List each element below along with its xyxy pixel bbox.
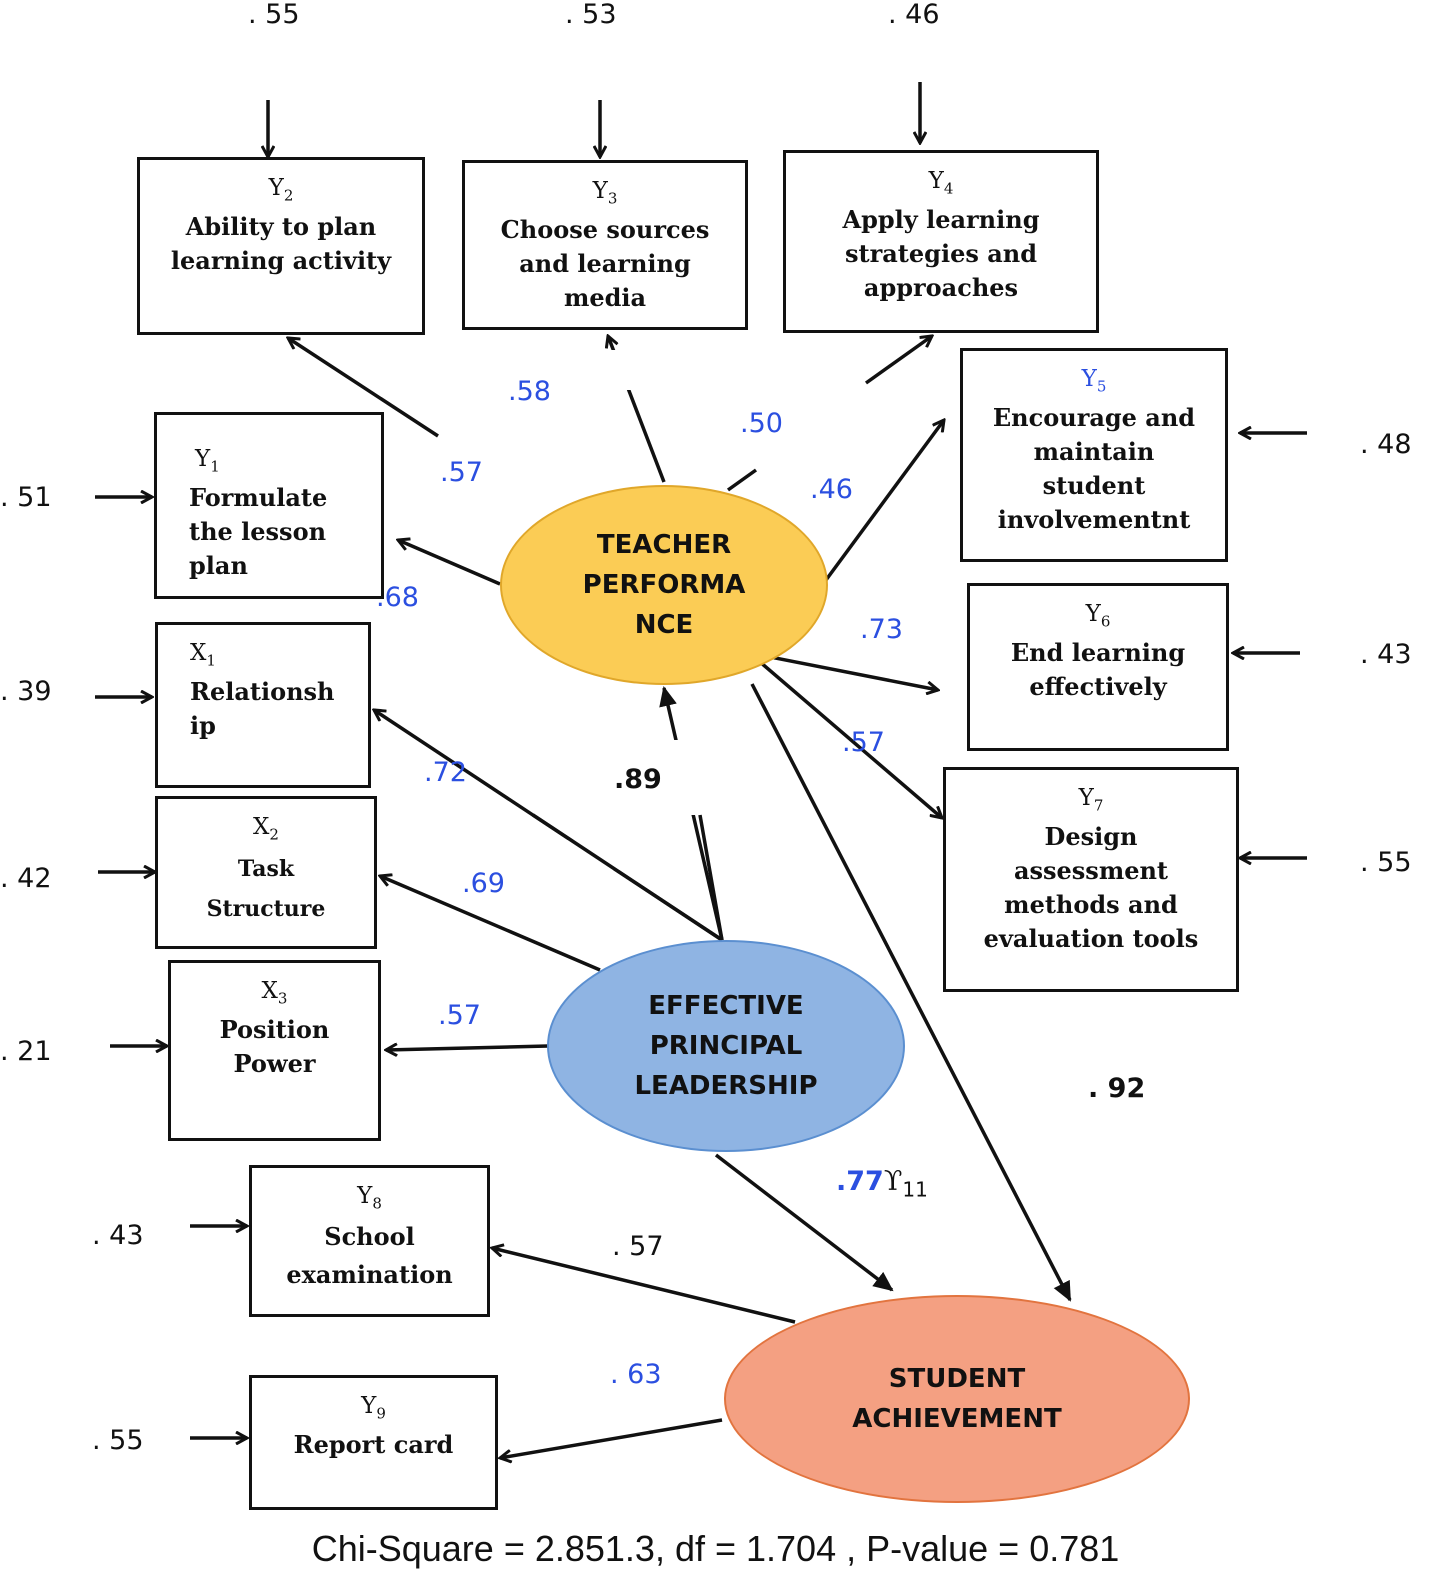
latent-student-achievement: STUDENT ACHIEVEMENT — [724, 1295, 1190, 1503]
path-teacher-y2 — [288, 338, 439, 438]
path-student-y9 — [500, 1418, 723, 1458]
box-x1-label: Relationsh ip — [190, 676, 335, 740]
box-x1-var: X1 — [190, 640, 216, 670]
box-x1: X1 Relationsh ip — [155, 622, 371, 788]
path-coef-leadership-student: .77ϒ11 — [836, 1166, 928, 1202]
box-y3-var: Y3 — [592, 178, 618, 208]
box-y7: Y7 Design assessment methods and evaluat… — [943, 767, 1239, 992]
loading-x1: .72 — [424, 757, 467, 788]
box-y7-label: Design assessment methods and evaluation… — [983, 821, 1199, 953]
path-coef-leadership-teacher: .89 — [614, 764, 662, 795]
error-y5: . 48 — [1360, 429, 1412, 460]
box-x2: X2 Task Structure — [155, 796, 377, 949]
box-y6: Y6 End learning effectively — [967, 583, 1229, 751]
box-y9-label: Report card — [293, 1429, 454, 1459]
latent-effective-principal-leadership: EFFECTIVE PRINCIPAL LEADERSHIP — [547, 940, 905, 1152]
box-x3: X3 Position Power — [168, 960, 381, 1141]
error-y6: . 43 — [1360, 639, 1412, 670]
box-x3-label: Position Power — [219, 1014, 330, 1078]
box-y8-label: School examination — [286, 1221, 453, 1289]
loading-y2: .57 — [440, 457, 483, 488]
path-leadership-x3 — [386, 1046, 549, 1050]
box-y1: Y1 Formulate the lesson plan — [154, 412, 384, 599]
box-y9: Y9 Report card — [249, 1375, 498, 1510]
path-teacher-y5 — [824, 420, 944, 582]
box-y1-label: Formulate the lesson plan — [189, 482, 328, 580]
box-y3: Y3 Choose sources and learning media — [462, 160, 748, 330]
box-x3-var: X3 — [261, 978, 288, 1008]
error-y2: . 55 — [248, 0, 300, 30]
latent-teacher-performance: TEACHER PERFORMA NCE — [500, 485, 828, 685]
box-x2-label: Task Structure — [206, 855, 326, 922]
box-y3-label: Choose sources and learning media — [500, 214, 710, 312]
error-y7: . 55 — [1360, 847, 1412, 878]
loading-y4: .50 — [740, 408, 783, 439]
error-x1: . 39 — [0, 676, 52, 707]
path-teacher-y1 — [398, 540, 501, 586]
box-x2-var: X2 — [253, 814, 279, 844]
loading-y9: . 63 — [610, 1359, 662, 1390]
box-y2-var: Y2 — [268, 175, 294, 205]
box-y8: Y8 School examination — [249, 1165, 490, 1317]
loading-y7: .57 — [842, 727, 885, 758]
box-y7-var: Y7 — [1078, 785, 1104, 815]
path-coef-teacher-student: . 92 — [1088, 1073, 1146, 1104]
loading-x2: .69 — [462, 868, 505, 899]
loading-x3: .57 — [438, 1000, 481, 1031]
box-y5: Y5 Encourage and maintain student involv… — [960, 348, 1228, 562]
path-teacher-y4-stub — [726, 468, 758, 492]
error-x2: . 42 — [0, 863, 52, 894]
error-y3: . 53 — [565, 0, 617, 30]
fit-statistics: Chi-Square = 2.851.3, df = 1.704 , P-val… — [311, 1528, 1120, 1569]
box-y6-label: End learning effectively — [1010, 637, 1186, 701]
path-student-y8 — [492, 1248, 796, 1324]
box-y1-var: Y1 — [195, 446, 220, 476]
box-y6-var: Y6 — [1085, 601, 1111, 631]
box-y5-label: Encourage and maintain student involveme… — [992, 402, 1196, 534]
loading-y8: . 57 — [612, 1231, 664, 1262]
path-teacher-y6 — [759, 653, 938, 690]
box-y4: Y4 Apply learning strategies and approac… — [783, 150, 1099, 333]
box-y2-label: Ability to plan learning activity — [170, 211, 392, 275]
box-y4-var: Y4 — [928, 168, 954, 198]
error-y4: . 46 — [888, 0, 940, 30]
loading-y1: .68 — [376, 582, 419, 613]
loading-y6: .73 — [860, 614, 903, 645]
path-leadership-student — [714, 1153, 894, 1292]
error-y8: . 43 — [92, 1220, 144, 1251]
loading-y5: .46 — [810, 474, 853, 505]
path-teacher-y4 — [864, 336, 932, 385]
error-y1: . 51 — [0, 482, 52, 513]
error-x3: . 21 — [0, 1036, 52, 1067]
path-teacher-student — [750, 683, 1072, 1302]
error-y9: . 55 — [92, 1425, 144, 1456]
box-y5-var: Y5 — [1081, 366, 1107, 396]
box-y4-label: Apply learning strategies and approaches — [842, 204, 1040, 302]
box-y8-var: Y8 — [357, 1183, 382, 1213]
loading-y3: .58 — [508, 376, 551, 407]
box-y2: Y2 Ability to plan learning activity — [137, 157, 425, 335]
path-leadership-x2 — [380, 876, 601, 972]
box-y9-var: Y9 — [361, 1393, 386, 1423]
path-teacher-y7 — [758, 660, 942, 818]
